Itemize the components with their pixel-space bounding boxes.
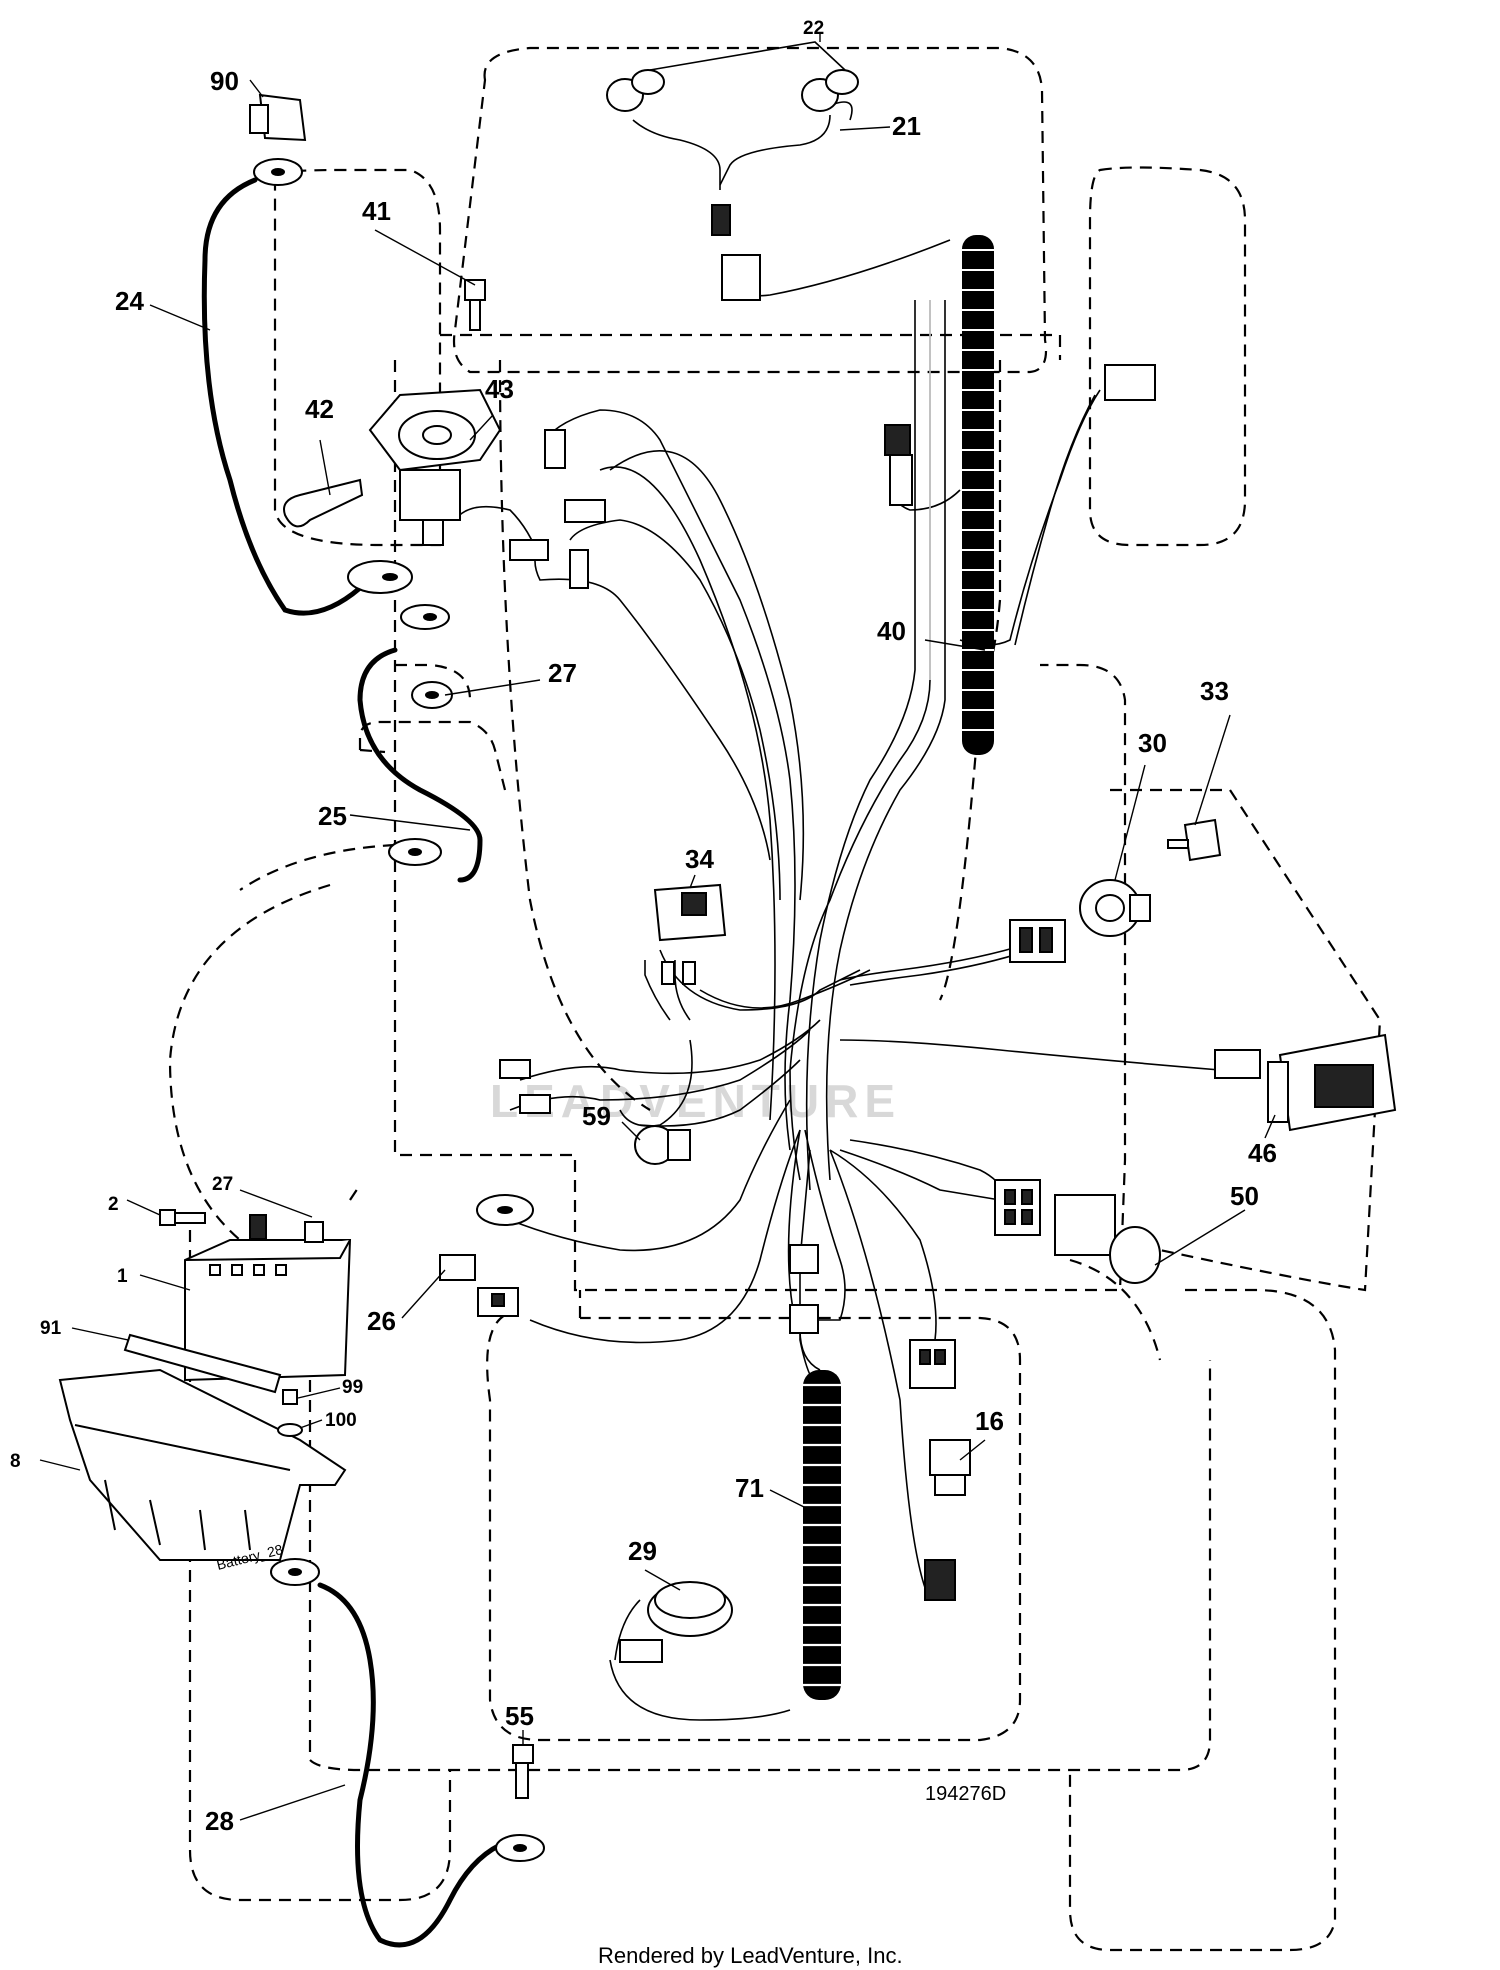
callout-29: 29	[628, 1536, 657, 1566]
part-90-boot	[249, 93, 307, 142]
ring-terminal-solenoid	[347, 560, 450, 630]
callout-16: 16	[975, 1406, 1004, 1436]
wire-harness	[454, 101, 1221, 1721]
callout-99: 99	[342, 1377, 363, 1398]
callout-34: 34	[685, 844, 714, 874]
callout-26: 26	[367, 1306, 396, 1336]
callout-42: 42	[305, 394, 334, 424]
connector-lower-right	[909, 1339, 956, 1389]
callout-71: 71	[735, 1473, 764, 1503]
callout-1: 1	[117, 1266, 128, 1287]
ring-terminal-25	[388, 838, 442, 866]
leader-lines	[39, 34, 1276, 1821]
boot-42	[283, 478, 364, 528]
watermark: LEADVENTURE	[490, 1075, 901, 1127]
callout-22: 22	[803, 18, 824, 39]
wire-loom-40	[962, 235, 994, 755]
fuse-26	[439, 1254, 519, 1317]
callout-30: 30	[1138, 728, 1167, 758]
callout-33: 33	[1200, 676, 1229, 706]
ring-terminal-28	[270, 1558, 545, 1862]
cables	[201, 177, 503, 1948]
callout-90: 90	[210, 66, 239, 96]
callout-43: 43	[485, 374, 514, 404]
ring-terminal-24-top	[253, 158, 303, 186]
key-33	[1167, 818, 1222, 862]
lamp-59	[634, 1125, 691, 1165]
headlights-22	[606, 41, 859, 112]
battery-tray-8	[58, 1368, 347, 1561]
connector-lower	[924, 1559, 956, 1601]
bolt-2	[159, 1209, 206, 1226]
callout-25: 25	[318, 801, 347, 831]
ignition-30	[1079, 879, 1151, 937]
callout-46: 46	[1248, 1138, 1277, 1168]
nut-27	[411, 681, 453, 709]
connector-right-46	[1214, 1049, 1261, 1079]
callouts: 90 22 21 41 24 42 43 40 27 33 30 25 34 5…	[10, 18, 1277, 1836]
callout-50: 50	[1230, 1181, 1259, 1211]
footer-credit: Rendered by LeadVenture, Inc.	[598, 1943, 903, 1968]
callout-27-upper: 27	[548, 658, 577, 688]
battery-1	[184, 1214, 352, 1382]
connector-upper-right	[884, 364, 1156, 506]
connector-30-plug	[1009, 919, 1066, 963]
wire-loom-71	[803, 1370, 841, 1700]
connectors-center	[789, 1244, 819, 1334]
callout-2: 2	[108, 1194, 119, 1215]
seat-switch-29	[619, 1581, 733, 1663]
bolt-99	[277, 1389, 303, 1437]
bolt-55	[512, 1744, 534, 1799]
callout-100: 100	[325, 1410, 357, 1431]
solenoid-43	[368, 388, 502, 546]
meter-46	[1267, 1033, 1397, 1132]
connector-16	[929, 1439, 971, 1496]
terminals-mid-left	[499, 1059, 551, 1114]
callout-24: 24	[115, 286, 144, 316]
callout-41: 41	[362, 196, 391, 226]
callout-27-lower: 27	[212, 1174, 233, 1195]
callout-8: 8	[10, 1451, 21, 1472]
ring-terminal-mid	[476, 1194, 534, 1226]
bolt-41	[464, 279, 486, 331]
connector-pto	[994, 1179, 1041, 1236]
callout-28: 28	[205, 1806, 234, 1836]
switch-34	[653, 883, 727, 985]
drawing-number: 194276D	[925, 1783, 1006, 1805]
terminals-upper	[509, 429, 606, 589]
connector-21	[711, 204, 761, 301]
switch-50	[1054, 1194, 1161, 1284]
callout-59: 59	[582, 1101, 611, 1131]
strap-91	[123, 1333, 282, 1394]
callout-21: 21	[892, 111, 921, 141]
callout-91: 91	[40, 1318, 62, 1339]
frame-outlines	[168, 46, 1382, 1952]
callout-40: 40	[877, 616, 906, 646]
callout-55: 55	[505, 1701, 534, 1731]
